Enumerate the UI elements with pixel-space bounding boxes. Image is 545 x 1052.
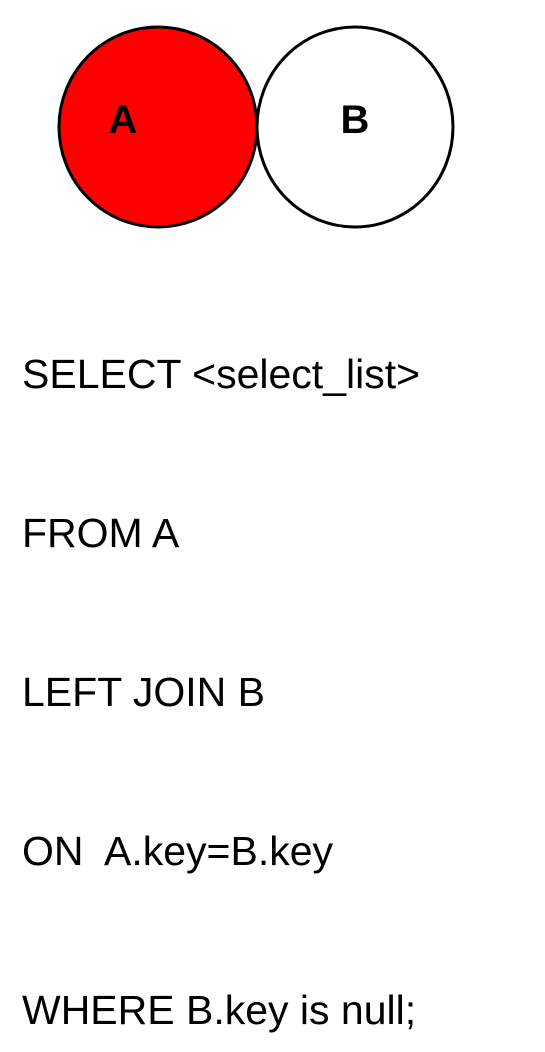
set-b-label: B bbox=[341, 98, 370, 142]
venn-diagram: A B bbox=[57, 25, 455, 229]
sql-line-where: WHERE B.key is null; bbox=[22, 987, 417, 1033]
sql-line-on: ON A.key=B.key bbox=[22, 828, 334, 874]
sql-line-join: LEFT JOIN B bbox=[22, 669, 266, 715]
set-a-label: A bbox=[109, 98, 138, 142]
set-a-circle bbox=[57, 25, 259, 229]
sql-query: SELECT <select_list> FROM A LEFT JOIN B … bbox=[22, 242, 420, 1052]
sql-line-from: FROM A bbox=[22, 510, 180, 556]
sql-line-select: SELECT <select_list> bbox=[22, 351, 421, 397]
